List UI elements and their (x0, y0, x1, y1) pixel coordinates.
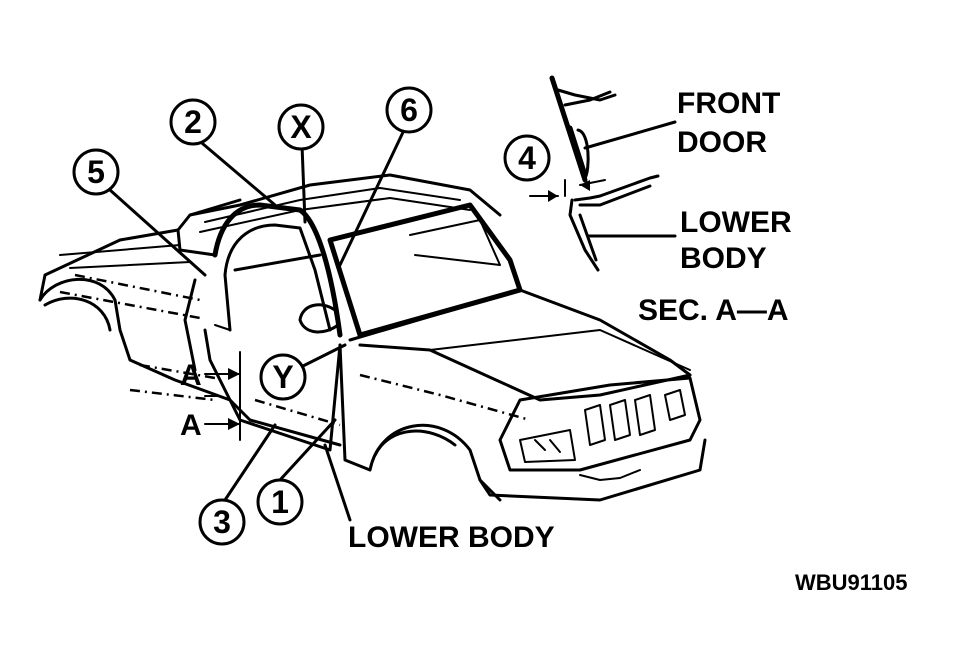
callout-2: 2 (169, 98, 217, 146)
callout-3: 3 (198, 498, 246, 546)
svg-text:4: 4 (518, 140, 536, 176)
svg-text:6: 6 (400, 92, 418, 128)
front-door-label-line2: DOOR (677, 126, 767, 159)
callout-1: 1 (256, 478, 304, 526)
figure-code: WBU91105 (795, 570, 908, 595)
svg-text:3: 3 (213, 504, 231, 540)
svg-text:1: 1 (271, 484, 289, 520)
svg-text:Y: Y (272, 359, 293, 395)
lower-body-bottom-label: LOWER BODY (348, 521, 555, 554)
front-door-label-line1: FRONT (677, 87, 780, 120)
section-a-a-detail (529, 75, 660, 272)
section-mark-upper: A (180, 359, 202, 392)
lower-body-label-line1: LOWER (680, 206, 792, 239)
callout-4: 4 (503, 134, 551, 182)
callout-6: 6 (385, 86, 433, 134)
leader-lines (108, 120, 677, 522)
section-title: SEC. A—A (638, 294, 789, 327)
callout-5: 5 (72, 148, 120, 196)
svg-text:X: X (290, 109, 312, 145)
truck-illustration (38, 173, 707, 502)
callout-x: X (277, 103, 325, 151)
svg-text:2: 2 (184, 104, 202, 140)
callout-y: Y (259, 353, 307, 401)
section-mark-lower: A (180, 409, 202, 442)
lower-body-label-line2: BODY (680, 242, 767, 275)
svg-text:5: 5 (87, 154, 105, 190)
